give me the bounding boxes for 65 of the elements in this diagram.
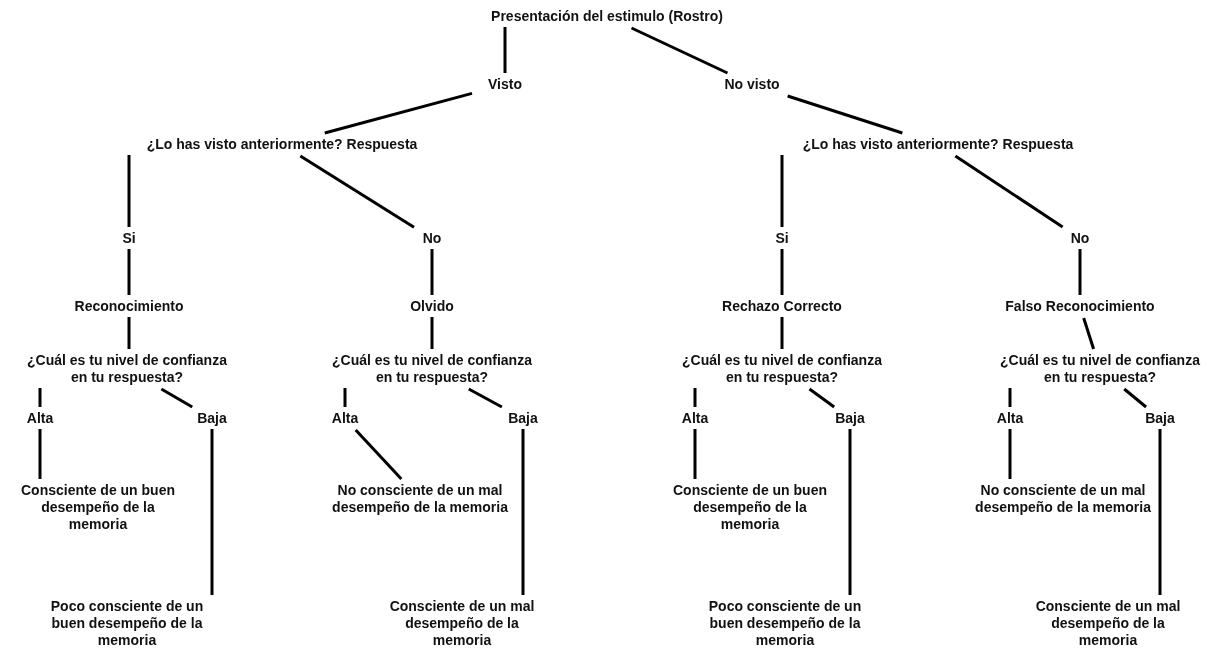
tree-node-label: Alta (20, 410, 60, 427)
tree-node-label: ¿Cuál es tu nivel de confianza en tu respuesta? (27, 352, 227, 386)
tree-node-label: Presentación del estimulo (Rostro) (477, 8, 737, 25)
tree-node-label: Baja (503, 410, 543, 427)
tree-node-label: Baja (1140, 410, 1180, 427)
tree-node-label: ¿Lo has visto anteriormente? Respuesta (137, 136, 427, 153)
connector-line (354, 428, 403, 481)
tree-node-label: Alta (325, 410, 365, 427)
connector-line (848, 429, 852, 595)
connector-line (299, 154, 415, 229)
connector-line (324, 91, 473, 135)
tree-node-label: Alta (990, 410, 1030, 427)
tree-node-label: Consciente de un buen desempeño de la memoria (13, 482, 183, 533)
connector-line (38, 388, 42, 407)
connector-line (630, 26, 729, 75)
connector-line (430, 249, 434, 295)
tree-node-label: Poco consciente de un buen desempeño de la memoria (695, 598, 875, 649)
connector-line (693, 429, 697, 479)
connector-line (1123, 387, 1147, 409)
tree-node-label: Alta (675, 410, 715, 427)
tree-node-label: No (1065, 230, 1095, 247)
connector-line (343, 388, 347, 407)
tree-node-label: ¿Cuál es tu nivel de confianza en tu respuesta? (1000, 352, 1200, 386)
connector-line (780, 155, 784, 227)
tree-node-label: Poco consciente de un buen desempeño de la memoria (37, 598, 217, 649)
connector-line (521, 429, 525, 595)
connector-line (127, 317, 131, 349)
tree-node-label: Consciente de un buen desempeño de la memoria (665, 482, 835, 533)
connector-line (954, 154, 1064, 229)
tree-node-label: Rechazo Correcto (707, 298, 857, 315)
tree-node-label: Olvido (397, 298, 467, 315)
connector-line (1008, 388, 1012, 407)
branch-label: Visto (475, 76, 535, 93)
connector-line (1078, 249, 1082, 295)
tree-node-label: ¿Lo has visto anteriormente? Respuesta (793, 136, 1083, 153)
connector-line (160, 387, 193, 409)
tree-node-label: Consciente de un mal desempeño de la memoria (1023, 598, 1193, 649)
tree-node-label: No (417, 230, 447, 247)
connector-line (1008, 429, 1012, 479)
tree-node-label: Baja (830, 410, 870, 427)
connector-line (1082, 317, 1096, 350)
tree-node-label: Si (114, 230, 144, 247)
tree-node-label: Baja (192, 410, 232, 427)
connector-line (468, 387, 503, 409)
connector-line (808, 387, 836, 409)
connector-line (127, 155, 131, 227)
connector-line (430, 317, 434, 349)
tree-node-label: Falso Reconocimiento (990, 298, 1170, 315)
tree-node-label: ¿Cuál es tu nivel de confianza en tu respuesta? (332, 352, 532, 386)
connector-line (787, 94, 903, 135)
branch-label: No visto (712, 76, 792, 93)
connector-line (1158, 429, 1162, 595)
connector-line (127, 249, 131, 295)
tree-node-label: Si (767, 230, 797, 247)
tree-node-label: No consciente de un mal desempeño de la memoria (330, 482, 510, 516)
connector-line (780, 249, 784, 295)
tree-node-label: ¿Cuál es tu nivel de confianza en tu respuesta? (682, 352, 882, 386)
tree-node-label: Consciente de un mal desempeño de la memoria (377, 598, 547, 649)
connector-line (693, 388, 697, 407)
connector-line (780, 317, 784, 349)
connector-line (38, 429, 42, 479)
tree-node-label: No consciente de un mal desempeño de la memoria (973, 482, 1153, 516)
tree-node-label: Reconocimiento (64, 298, 194, 315)
connector-line (503, 27, 507, 73)
connector-line (210, 429, 214, 595)
